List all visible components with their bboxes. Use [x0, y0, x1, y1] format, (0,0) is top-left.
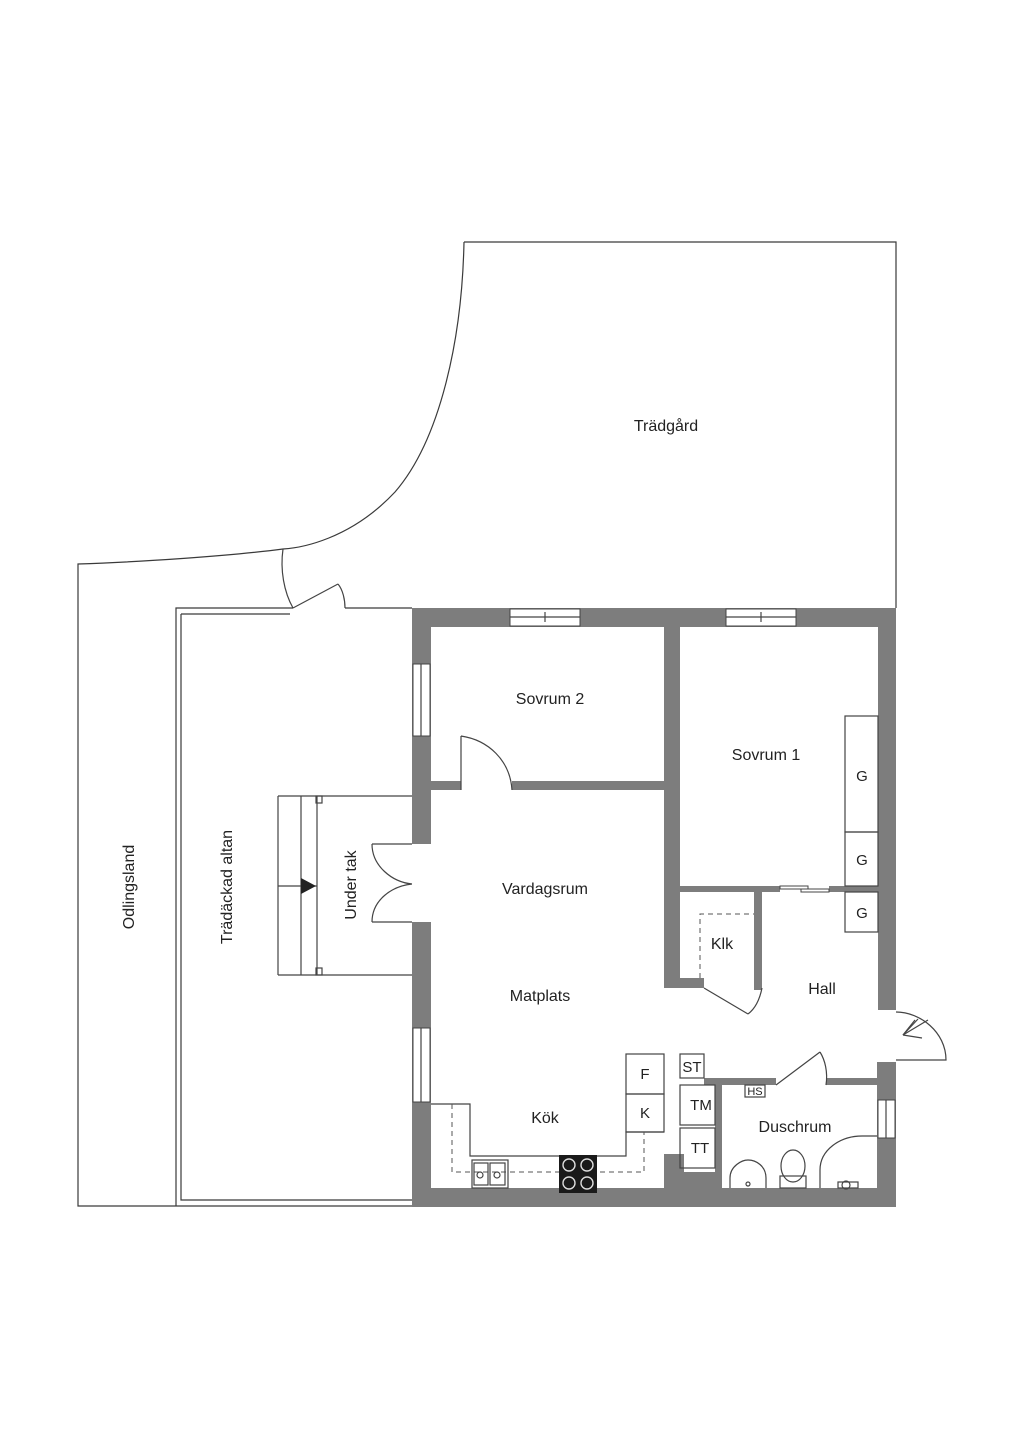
wall — [829, 886, 878, 892]
cabinet-hs — [744, 1084, 766, 1098]
room-label-duschrum: Duschrum — [759, 1119, 832, 1136]
cabinet-st-label: ST — [682, 1059, 701, 1076]
garden-gate — [281, 548, 346, 609]
entrance-door — [895, 1011, 947, 1061]
post — [315, 795, 323, 804]
dryer — [679, 1127, 716, 1169]
wall — [826, 1078, 877, 1085]
door-sovrum2 — [460, 735, 513, 791]
wall — [512, 781, 664, 790]
window — [412, 1027, 431, 1103]
stove-icon — [559, 1155, 597, 1193]
room-label-tradgard: Trädgård — [634, 417, 698, 435]
wardrobe-label: G — [856, 852, 868, 869]
kitchen-counter — [431, 1103, 664, 1157]
wardrobe-label: G — [856, 905, 868, 922]
room-label-klk: Klk — [711, 936, 734, 953]
room-label-vardagsrum: Vardagsrum — [502, 881, 588, 898]
wall — [412, 608, 896, 627]
washer — [679, 1084, 716, 1126]
wall — [754, 892, 762, 990]
wardrobe-label: G — [856, 768, 868, 785]
wall — [680, 886, 780, 892]
room-label-sovrum1: Sovrum 1 — [732, 747, 801, 764]
room-label-odlingsland: Odlingsland — [121, 845, 138, 930]
window — [412, 663, 431, 737]
wardrobe — [844, 831, 879, 887]
room-label-hall: Hall — [808, 981, 836, 998]
freezer-label: K — [640, 1105, 650, 1122]
fridge-label: F — [640, 1066, 649, 1083]
room-label-altan: Trädäckad altan — [219, 830, 236, 944]
wall — [878, 608, 896, 1010]
double-door — [371, 843, 413, 923]
dryer-label: TT — [691, 1140, 709, 1157]
washbasin-icon — [729, 1159, 767, 1188]
washer-label: TM — [690, 1097, 712, 1114]
wall — [704, 1078, 776, 1085]
kitchen-cabinets — [451, 1104, 645, 1173]
room-label-kok: Kök — [531, 1110, 560, 1127]
wardrobe — [844, 891, 879, 933]
entrance-arrow-icon — [902, 1018, 929, 1039]
deck-outline — [175, 607, 412, 1206]
door-duschrum — [775, 1051, 828, 1086]
wall — [664, 978, 704, 988]
shower-icon — [819, 1135, 877, 1190]
wall — [412, 1188, 896, 1207]
toilet-icon — [779, 1149, 807, 1189]
cabinet-st — [679, 1053, 705, 1079]
door-klk — [703, 987, 763, 1015]
wall — [715, 1078, 722, 1188]
room-label-matplats: Matplats — [510, 988, 570, 1005]
wall — [431, 781, 461, 790]
wall — [664, 608, 680, 988]
window — [509, 608, 581, 627]
stair-direction-icon — [278, 878, 317, 894]
closet-shelf — [699, 913, 754, 978]
window — [877, 1099, 896, 1139]
sliding-door — [779, 885, 830, 893]
window — [725, 608, 797, 627]
cabinet-hs-label: HS — [747, 1086, 762, 1098]
room-label-sovrum2: Sovrum 2 — [516, 691, 585, 708]
room-label-under-tak: Under tak — [343, 849, 360, 919]
post — [315, 967, 323, 976]
wall — [664, 1172, 722, 1188]
kitchen-sink-icon — [471, 1159, 509, 1189]
garden-outline — [77, 241, 897, 1207]
